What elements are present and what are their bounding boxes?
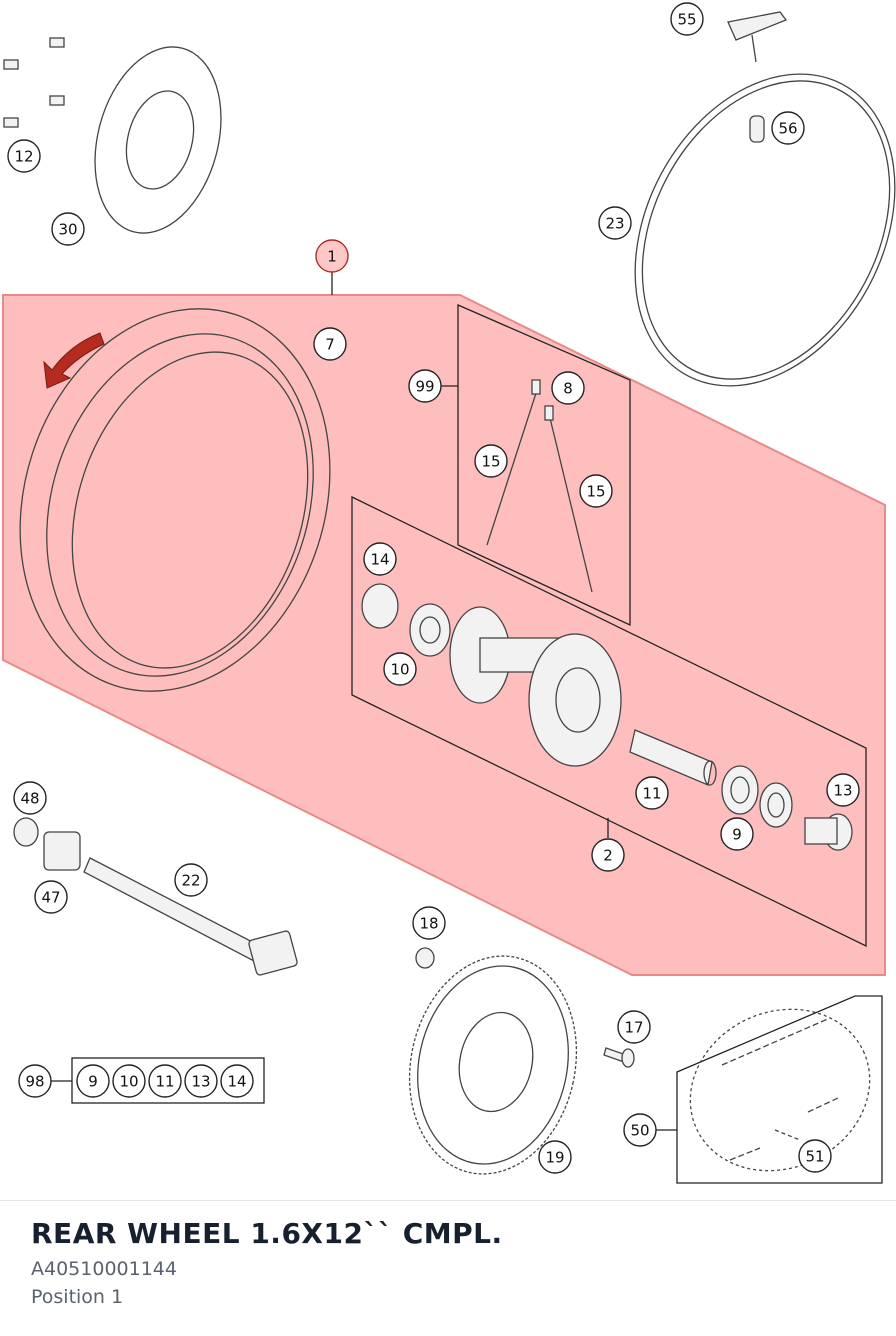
callout-50[interactable]: 50 bbox=[623, 1113, 657, 1147]
callout-label: 23 bbox=[605, 215, 624, 233]
callout-label: 11 bbox=[642, 785, 661, 803]
callout-label: 55 bbox=[677, 11, 696, 29]
tire-part bbox=[634, 73, 896, 387]
nut-part bbox=[13, 817, 39, 847]
callout-label: 99 bbox=[415, 378, 434, 396]
callout-19[interactable]: 19 bbox=[538, 1140, 572, 1174]
group-box-50 bbox=[676, 995, 883, 1184]
bolts-part bbox=[3, 37, 65, 128]
chain-adjuster-part bbox=[43, 831, 81, 871]
callout-label: 18 bbox=[419, 915, 438, 933]
callout-56[interactable]: 56 bbox=[771, 111, 805, 145]
callout-9-kit98[interactable]: 9 bbox=[76, 1064, 110, 1098]
callout-23[interactable]: 23 bbox=[598, 206, 632, 240]
sprocket-bolt-part bbox=[603, 1047, 635, 1068]
callout-98[interactable]: 98 bbox=[18, 1064, 52, 1098]
callout-label: 11 bbox=[155, 1073, 174, 1091]
group-box-2 bbox=[351, 495, 867, 948]
callout-1[interactable]: 1 bbox=[315, 239, 349, 273]
callout-13[interactable]: 13 bbox=[826, 773, 860, 807]
callout-10[interactable]: 10 bbox=[383, 652, 417, 686]
rim-lock-part bbox=[727, 11, 788, 63]
callout-label: 2 bbox=[603, 847, 613, 865]
callout-label: 10 bbox=[390, 661, 409, 679]
part-number: A40510001144 bbox=[31, 1258, 177, 1280]
callout-label: 50 bbox=[630, 1122, 649, 1140]
spacer-part bbox=[749, 115, 765, 143]
part-position: Position 1 bbox=[31, 1286, 124, 1308]
axle-part bbox=[83, 857, 298, 976]
callout-47[interactable]: 47 bbox=[34, 880, 68, 914]
callout-label: 48 bbox=[20, 790, 39, 808]
callout-15[interactable]: 15 bbox=[474, 444, 508, 478]
callout-label: 51 bbox=[805, 1148, 824, 1166]
callout-label: 22 bbox=[181, 872, 200, 890]
rim-part bbox=[19, 308, 331, 692]
callout-11[interactable]: 11 bbox=[635, 776, 669, 810]
bearing-part bbox=[721, 765, 759, 815]
spokes-part bbox=[486, 379, 593, 593]
brake-disc-part bbox=[94, 46, 222, 234]
callout-48[interactable]: 48 bbox=[13, 781, 47, 815]
callout-label: 12 bbox=[14, 148, 33, 166]
callout-8[interactable]: 8 bbox=[551, 371, 585, 405]
callout-label: 7 bbox=[325, 336, 335, 354]
callout-label: 10 bbox=[119, 1073, 138, 1091]
callout-label: 14 bbox=[227, 1073, 246, 1091]
callout-9[interactable]: 9 bbox=[720, 817, 754, 851]
callout-55[interactable]: 55 bbox=[670, 2, 704, 36]
callout-17[interactable]: 17 bbox=[617, 1010, 651, 1044]
callout-label: 13 bbox=[833, 782, 852, 800]
callout-30[interactable]: 30 bbox=[51, 212, 85, 246]
master-link-part bbox=[774, 1129, 801, 1141]
callout-label: 9 bbox=[88, 1073, 98, 1091]
callout-51[interactable]: 51 bbox=[798, 1139, 832, 1173]
callout-14-kit98[interactable]: 14 bbox=[220, 1064, 254, 1098]
sprocket-part bbox=[408, 955, 578, 1175]
hub-part bbox=[361, 583, 622, 767]
callout-13-kit98[interactable]: 13 bbox=[184, 1064, 218, 1098]
callout-label: 13 bbox=[191, 1073, 210, 1091]
callout-label: 1 bbox=[327, 248, 337, 266]
callout-label: 47 bbox=[41, 889, 60, 907]
part-title: REAR WHEEL 1.6X12`` CMPL. bbox=[31, 1217, 503, 1250]
callout-label: 14 bbox=[370, 551, 389, 569]
callout-22[interactable]: 22 bbox=[174, 863, 208, 897]
callout-label: 98 bbox=[25, 1073, 44, 1091]
callout-14[interactable]: 14 bbox=[363, 542, 397, 576]
exploded-parts-diagram: 1278910111213141515171819222330474850515… bbox=[2, 2, 896, 1184]
callout-18[interactable]: 18 bbox=[412, 906, 446, 940]
callout-15-b[interactable]: 15 bbox=[579, 474, 613, 508]
rotation-arrow-icon bbox=[43, 332, 105, 389]
callout-label: 56 bbox=[778, 120, 797, 138]
callout-12[interactable]: 12 bbox=[7, 139, 41, 173]
callout-99[interactable]: 99 bbox=[408, 369, 442, 403]
callout-label: 30 bbox=[58, 221, 77, 239]
sprocket-nut-part bbox=[415, 947, 435, 969]
callout-label: 15 bbox=[481, 453, 500, 471]
group-box-99 bbox=[457, 304, 631, 627]
callout-label: 9 bbox=[732, 826, 742, 844]
spacer-tube-part bbox=[629, 729, 717, 786]
callout-label: 19 bbox=[545, 1149, 564, 1167]
leader-lines bbox=[50, 270, 677, 1131]
chain-part bbox=[689, 1008, 871, 1172]
callout-label: 8 bbox=[563, 380, 573, 398]
callout-11-kit98[interactable]: 11 bbox=[148, 1064, 182, 1098]
callout-layer: 1278910111213141515171819222330474850515… bbox=[7, 2, 860, 1174]
callout-2[interactable]: 2 bbox=[591, 838, 625, 872]
callout-label: 17 bbox=[624, 1019, 643, 1037]
part-info-footer: REAR WHEEL 1.6X12`` CMPL. A40510001144 P… bbox=[0, 1200, 896, 1336]
callout-label: 15 bbox=[586, 483, 605, 501]
callout-10-kit98[interactable]: 10 bbox=[112, 1064, 146, 1098]
callout-7[interactable]: 7 bbox=[313, 327, 347, 361]
